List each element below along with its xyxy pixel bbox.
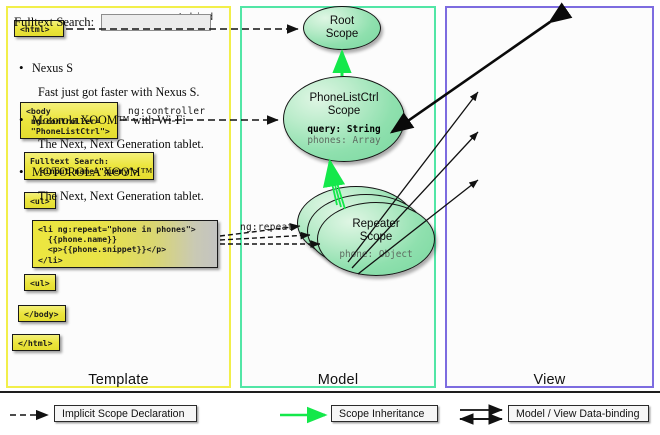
legend-model-view-data-binding: Model / View Data-binding xyxy=(508,405,649,422)
legend: Implicit Scope Declaration Scope Inherit… xyxy=(0,396,660,435)
phone-snippet: Fast just got faster with Nexus S. xyxy=(38,85,200,99)
ul-close-tag: <ul> xyxy=(24,274,56,291)
column-label-template: Template xyxy=(88,372,149,388)
html-open-tag: <html> xyxy=(14,20,64,37)
legend-scope-inheritance: Scope Inheritance xyxy=(331,405,438,422)
phonelistctrl-scope-props: query: String phones: Array xyxy=(307,124,380,146)
list-item: Nexus S Fast just got faster with Nexus … xyxy=(19,60,652,100)
root-scope: Root Scope xyxy=(303,6,381,50)
html-close-tag: </html> xyxy=(12,334,60,351)
list-item: Motorola XOOM™ with Wi-Fi The Next, Next… xyxy=(19,112,652,152)
repeater-scope: Repeater Scope phone: Object xyxy=(317,202,435,276)
ul-open-tag: <ul> xyxy=(24,192,56,209)
phone-snippet: The Next, Next Generation tablet. xyxy=(38,137,204,151)
legend-divider xyxy=(0,391,660,393)
column-label-model: Model xyxy=(317,372,359,388)
view-search-row: Fulltext Search: xyxy=(14,14,652,31)
edge-label-repeat: ng:repeat xyxy=(240,222,294,233)
phone-title: Motorola XOOM™ with Wi-Fi xyxy=(19,112,652,128)
repeater-scope-props: phone: Object xyxy=(339,249,412,260)
body-close-tag: </body> xyxy=(18,305,66,322)
list-item: MOTOROLA XOOM™ The Next, Next Generation… xyxy=(19,164,652,204)
phone-title: MOTOROLA XOOM™ xyxy=(19,164,652,180)
root-scope-label: Root Scope xyxy=(325,15,359,40)
legend-implicit-scope-declaration: Implicit Scope Declaration xyxy=(54,405,197,422)
li-repeat-markup: <li ng:repeat="phone in phones"> {{phone… xyxy=(32,220,218,268)
prop-query: query: String xyxy=(307,123,381,135)
phone-snippet: The Next, Next Generation tablet. xyxy=(38,189,204,203)
view-content: Fulltext Search: Nexus S Fast just got f… xyxy=(10,8,652,204)
column-label-view: View xyxy=(533,372,566,388)
fulltext-search-label: Fulltext Search: xyxy=(14,15,95,29)
prop-phone: phone: Object xyxy=(339,249,413,261)
edge-label-controller: ng:controller xyxy=(128,106,206,117)
phone-title: Nexus S xyxy=(19,60,652,76)
repeater-scope-label: Repeater Scope xyxy=(352,217,400,243)
fulltext-search-input[interactable] xyxy=(101,14,212,31)
prop-phones: phones: Array xyxy=(307,134,381,146)
